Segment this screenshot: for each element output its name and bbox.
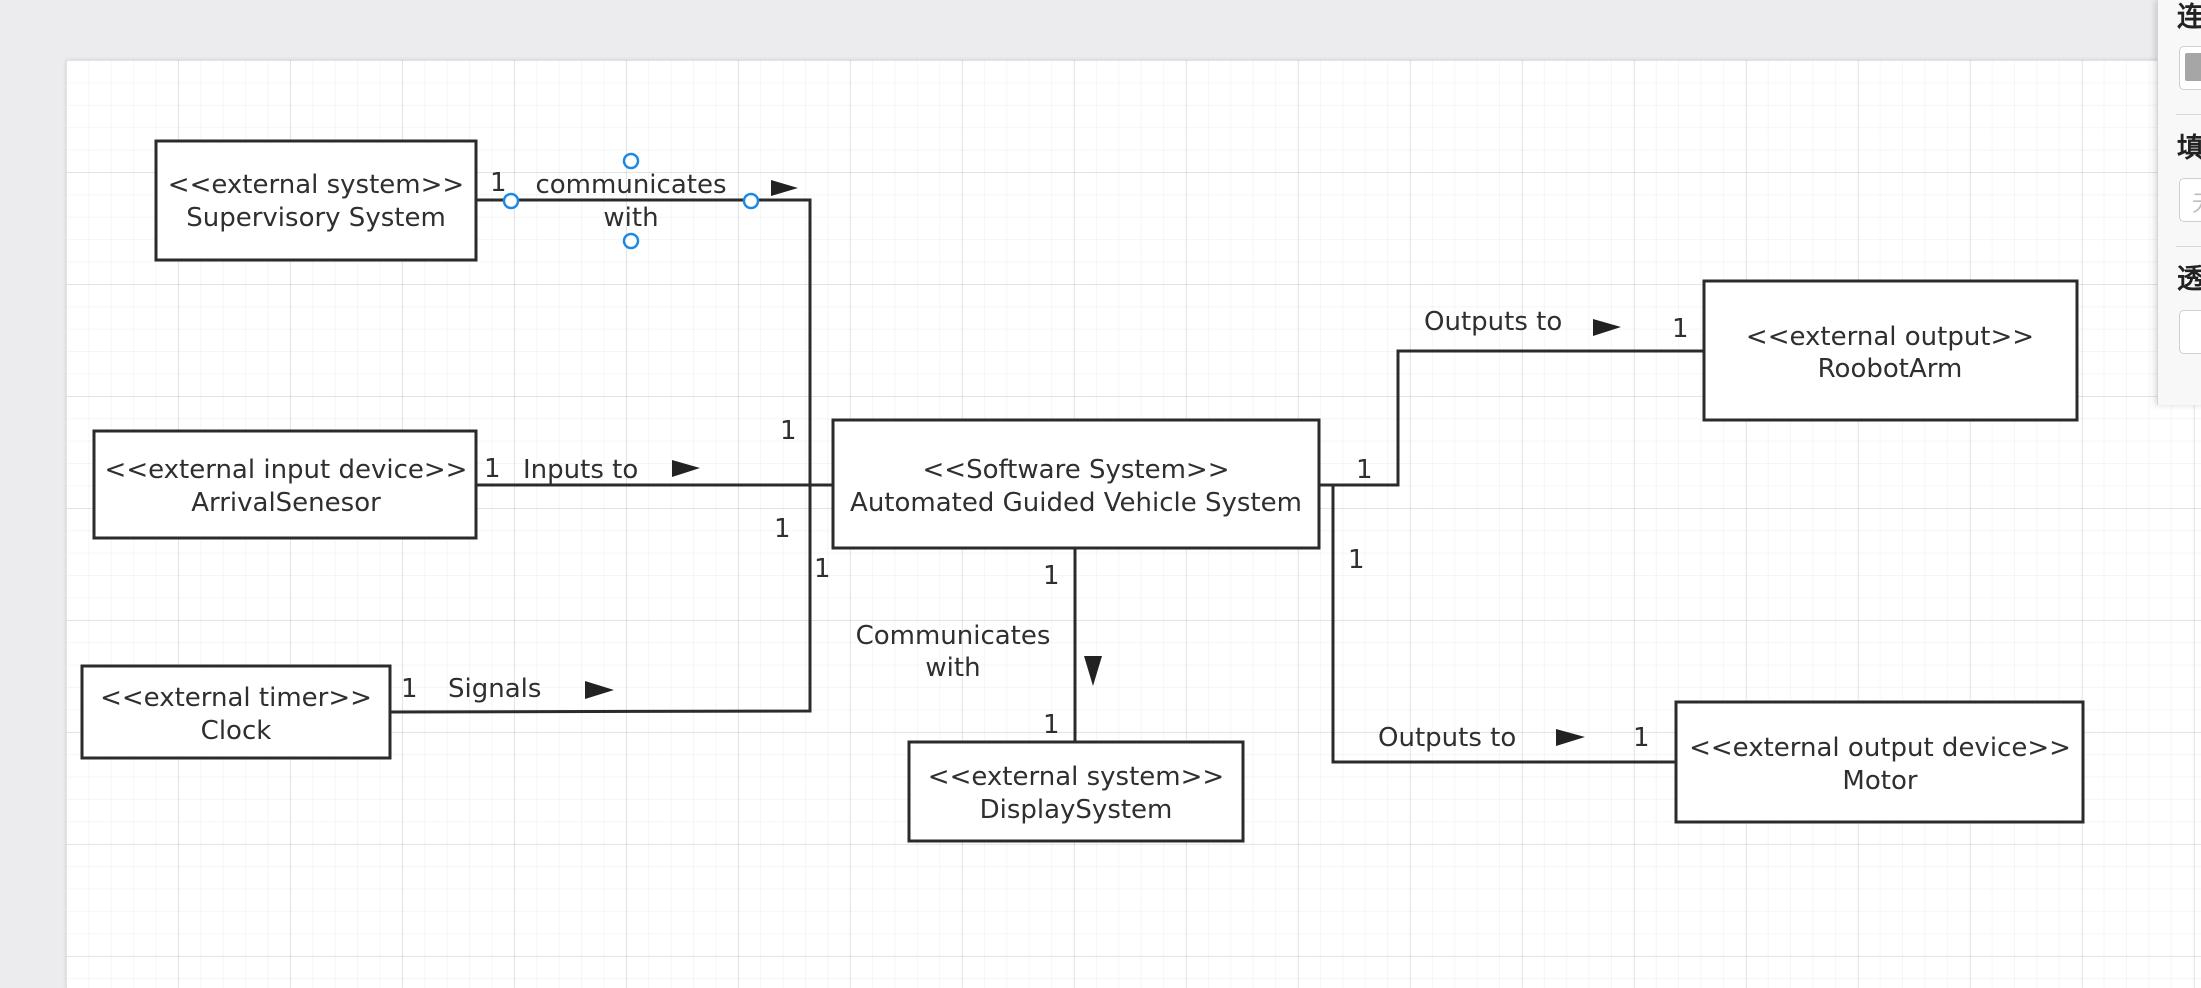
format-panel: 连 填 无 透 [2157, 0, 2201, 405]
agvs-name: Automated Guided Vehicle System [850, 488, 1302, 518]
clock-name: Clock [201, 716, 272, 746]
connector-motor[interactable] [1319, 483, 1676, 764]
robotarm-direction-arrow-icon [1593, 319, 1621, 336]
supervisory-name: Supervisory System [186, 203, 446, 233]
multiplicity-clock-source: 1 [401, 674, 418, 704]
line-style-label: 连 [2177, 2, 2201, 33]
motor-direction-arrow-icon [1556, 729, 1585, 746]
arrival-stereotype: <<external input device>> [105, 455, 468, 485]
opacity-label: 透 [2177, 264, 2201, 295]
panel-divider [2176, 246, 2201, 247]
clock-box[interactable] [80, 664, 392, 760]
multiplicity-arrival-source: 1 [484, 454, 501, 484]
multiplicity-motor-target: 1 [1633, 723, 1650, 753]
multiplicity-robotarm-target: 1 [1672, 314, 1689, 344]
motor-name: Motor [1842, 766, 1917, 796]
supervisory-direction-arrow-icon [771, 180, 798, 196]
panel-divider [2176, 114, 2201, 115]
arrival-direction-arrow-icon [672, 460, 700, 477]
agvs-box[interactable] [831, 418, 1321, 550]
motor-assoc-label: Outputs to [1378, 723, 1516, 753]
label-handle-top[interactable] [622, 152, 640, 170]
display-name: DisplaySystem [980, 795, 1173, 825]
opacity-input[interactable] [2179, 310, 2201, 354]
display-direction-arrow-icon [1084, 656, 1102, 686]
motor-box[interactable] [1674, 700, 2085, 824]
fill-label: 填 [2177, 133, 2201, 164]
supervisory-system-box[interactable] [154, 139, 478, 262]
multiplicity-arrival-target: 1 [774, 514, 791, 544]
robotarm-assoc-label: Outputs to [1424, 307, 1562, 337]
supervisory-assoc-label-line2: with [603, 203, 658, 233]
label-handle-bottom[interactable] [622, 232, 640, 250]
display-assoc-label-line2: with [925, 653, 980, 683]
display-stereotype: <<external system>> [928, 762, 1224, 792]
multiplicity-supervisory-target: 1 [780, 416, 797, 446]
multiplicity-clock-target: 1 [814, 554, 831, 584]
connector-robotarm[interactable] [1319, 349, 1704, 487]
label-handle-right[interactable] [742, 192, 760, 210]
robot-arm-box[interactable] [1702, 279, 2079, 422]
clock-direction-arrow-icon [585, 681, 614, 699]
fill-value: 无 [2192, 186, 2201, 218]
supervisory-assoc-label-line1: communicates [535, 170, 726, 200]
display-assoc-label-line1: Communicates [856, 621, 1051, 651]
fill-select[interactable]: 无 [2179, 178, 2201, 222]
arrival-assoc-label: Inputs to [523, 455, 638, 485]
line-color-swatch [2185, 53, 2201, 81]
motor-stereotype: <<external output device>> [1689, 733, 2071, 763]
arrival-sensor-box[interactable] [92, 429, 478, 540]
clock-stereotype: <<external timer>> [100, 683, 372, 713]
arrival-name: ArrivalSenesor [191, 488, 381, 518]
supervisory-stereotype: <<external system>> [168, 170, 464, 200]
robotarm-stereotype: <<external output>> [1746, 322, 2034, 352]
robotarm-name: RoobotArm [1818, 354, 1963, 384]
clock-assoc-label: Signals [448, 674, 541, 704]
multiplicity-motor-source: 1 [1348, 545, 1365, 575]
line-color-picker[interactable] [2179, 46, 2201, 90]
multiplicity-supervisory-source: 1 [490, 168, 507, 198]
display-system-box[interactable] [907, 740, 1245, 843]
connector-clock[interactable] [389, 485, 812, 714]
label-handle-left[interactable] [502, 192, 520, 210]
multiplicity-display-target: 1 [1043, 710, 1060, 740]
agvs-stereotype: <<Software System>> [923, 455, 1230, 485]
multiplicity-display-source: 1 [1043, 561, 1060, 591]
multiplicity-robotarm-source: 1 [1356, 455, 1373, 485]
